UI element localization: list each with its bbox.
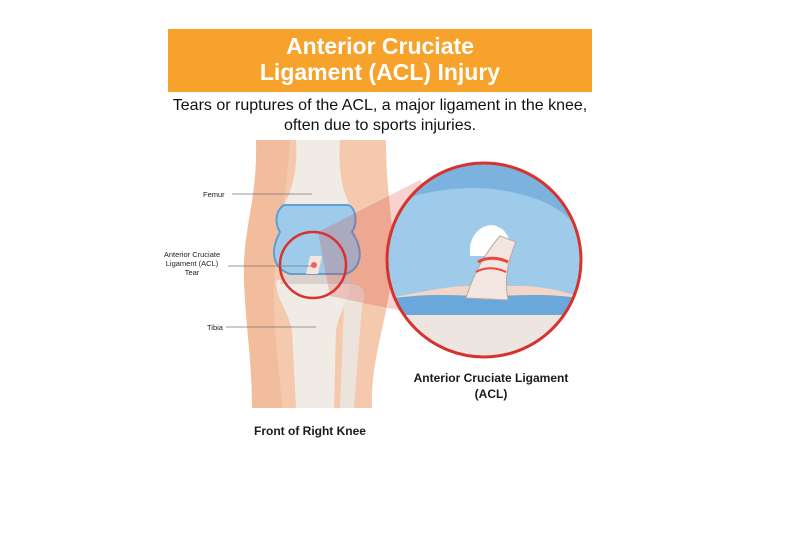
title-line-1: Anterior Cruciate xyxy=(286,33,474,59)
caption-acl-line-1: Anterior Cruciate Ligament xyxy=(413,371,569,385)
leg-shading xyxy=(243,140,290,408)
subtitle-line-2: often due to sports injuries. xyxy=(283,117,477,134)
magnifier-large-circle xyxy=(385,161,583,359)
tibia-bone xyxy=(276,280,350,408)
label-acl-line-1: Anterior Cruciate xyxy=(163,250,221,259)
label-acl-tear: Anterior Cruciate Ligament (ACL) Tear xyxy=(157,250,227,277)
label-acl-line-3: Tear xyxy=(184,268,200,277)
tear-mark-small xyxy=(311,262,317,268)
label-femur: Femur xyxy=(203,190,225,199)
title-line-2: Ligament (ACL) Injury xyxy=(259,59,501,85)
label-tibia: Tibia xyxy=(207,323,223,332)
title-banner xyxy=(168,29,592,92)
tibial-plateau xyxy=(280,276,352,284)
caption-acl-line-2: (ACL) xyxy=(474,387,508,401)
femur-bone xyxy=(284,140,350,205)
page-title: Anterior Cruciate Ligament (ACL) Injury xyxy=(168,33,592,85)
subtitle-line-1: Tears or ruptures of the ACL, a major li… xyxy=(172,97,588,114)
magnifier-small-circle xyxy=(278,230,348,300)
fibula-bone xyxy=(340,284,365,408)
subtitle: Tears or ruptures of the ACL, a major li… xyxy=(150,96,610,136)
caption-front-knee: Front of Right Knee xyxy=(254,424,366,438)
label-acl-line-2: Ligament (ACL) xyxy=(165,259,219,268)
caption-acl: Anterior Cruciate Ligament (ACL) xyxy=(398,370,584,402)
